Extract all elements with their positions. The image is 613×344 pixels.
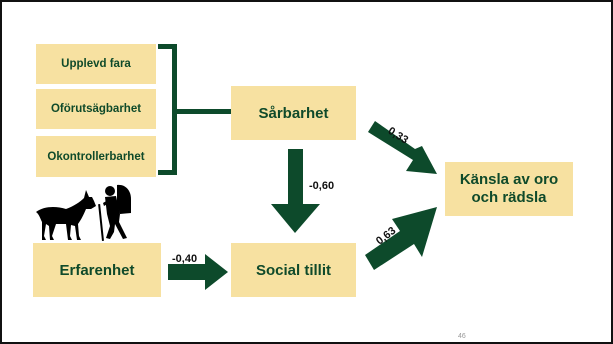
node-kansla-av-oro: Känsla av oro och rädsla — [445, 162, 573, 216]
arrow-sarbarhet-to-tillit — [271, 149, 320, 233]
arrow-tillit-to-kansla — [365, 207, 437, 270]
factor-bracket — [158, 44, 231, 175]
arrow-erfarenhet-to-tillit — [168, 254, 228, 290]
hiker-icon — [98, 184, 131, 242]
factor-upplevd-fara: Upplevd fara — [36, 44, 156, 84]
page-number: 46 — [458, 333, 466, 340]
wolf-icon — [36, 190, 96, 240]
coef-sarbarhet-to-tillit: -0,60 — [309, 180, 335, 192]
node-erfarenhet: Erfarenhet — [33, 243, 161, 297]
factor-oforutsagbarhet: Oförutsägbarhet — [36, 89, 156, 129]
arrow-sarbarhet-to-kansla — [368, 121, 437, 174]
factor-okontrollerbarhet: Okontrollerbarhet — [36, 136, 156, 177]
node-sarbarhet: Sårbarhet — [231, 86, 356, 140]
node-social-tillit: Social tillit — [231, 243, 356, 297]
coef-erfarenhet-to-tillit: -0,40 — [172, 253, 198, 265]
